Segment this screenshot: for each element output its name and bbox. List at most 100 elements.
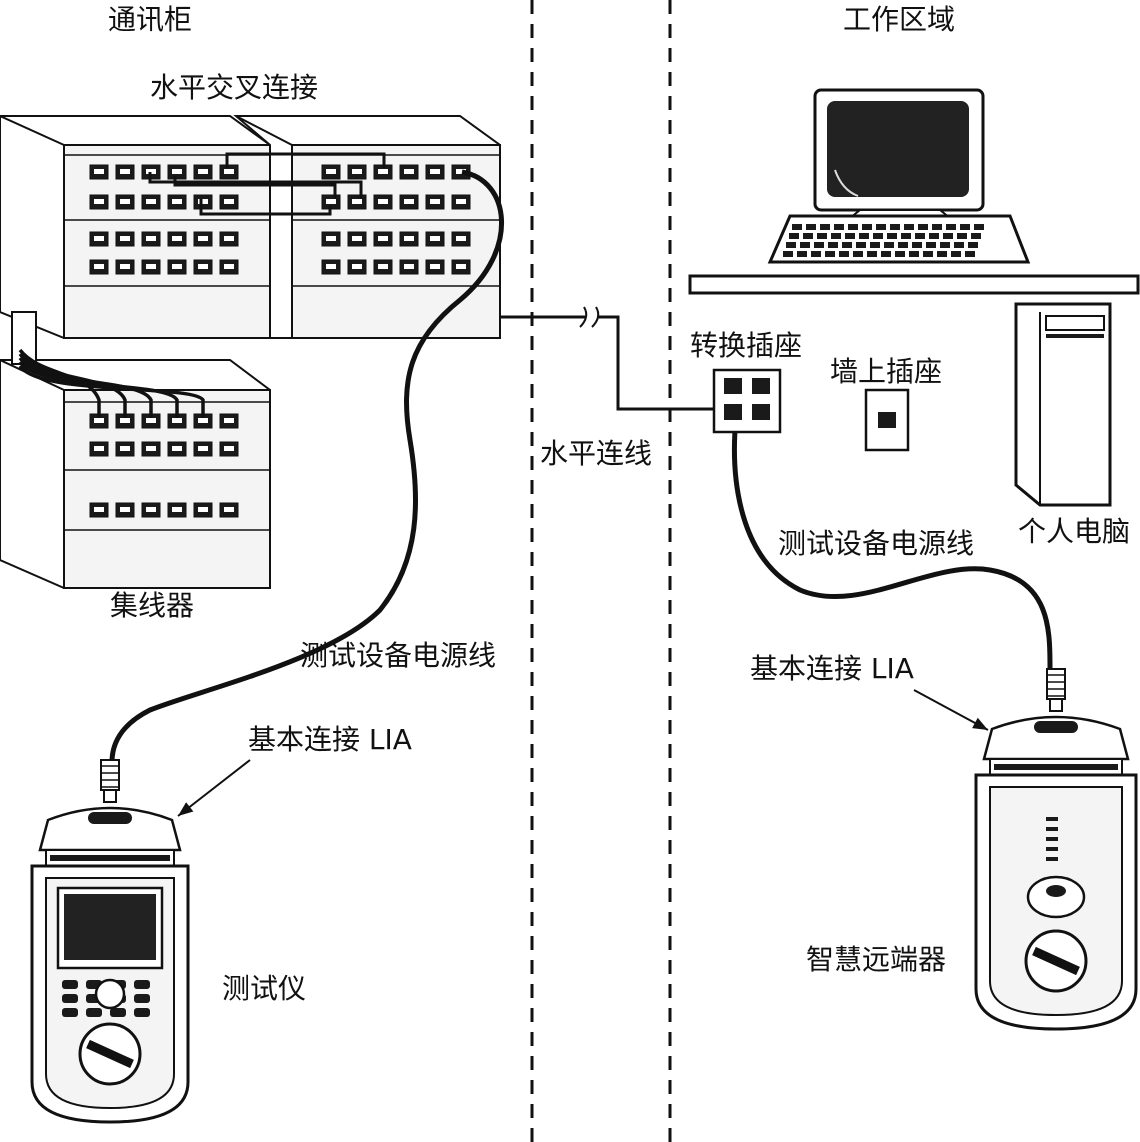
label-personal-computer: 个人电脑 — [1018, 515, 1131, 548]
horizontal-cable-b — [597, 315, 714, 411]
remote-test-button-top — [1046, 885, 1066, 897]
keyboard-key — [800, 242, 810, 248]
right-panel-port-slot — [404, 199, 414, 204]
patch-cord-right — [732, 417, 1053, 669]
label-patch-cord-left: 测试设备电源线 — [300, 639, 497, 672]
left-panel-port-slot — [172, 169, 182, 174]
keyboard-key — [806, 224, 816, 230]
keyboard-key — [974, 224, 984, 230]
hub-port-slot — [224, 507, 234, 512]
left-panel-port-slot — [146, 169, 156, 174]
left-panel-port-slot — [172, 236, 182, 241]
keyboard-key — [862, 224, 872, 230]
keyboard-key — [937, 251, 947, 257]
left-panel-port-slot — [120, 264, 130, 269]
keyboard-key — [783, 251, 793, 257]
tester-device — [30, 759, 190, 1124]
keyboard-key — [839, 251, 849, 257]
hub-port-slot — [146, 446, 156, 451]
keyboard-key — [926, 242, 936, 248]
remote-plug — [1046, 668, 1066, 700]
left-panel-port-slot — [224, 236, 234, 241]
desk-top — [688, 274, 1140, 295]
label-wall-outlet: 墙上插座 — [830, 355, 943, 388]
patch-cord-left — [109, 169, 505, 763]
pointer-arrows — [177, 689, 989, 817]
keyboard-key — [811, 251, 821, 257]
tester-key — [110, 1008, 126, 1017]
hub-port-slot — [224, 446, 234, 451]
keyboard-key — [954, 242, 964, 248]
pc-drive-slot — [1046, 334, 1104, 338]
keyboard-key — [848, 224, 858, 230]
keyboard-key — [828, 242, 838, 248]
cable-break-a — [579, 306, 588, 328]
right-panel-port-slot — [352, 199, 362, 204]
hub-port-slot — [172, 418, 182, 423]
arrow-basic-link-left-shaft — [177, 759, 251, 817]
cabinet-left-edge — [0, 115, 65, 146]
tester-collar-slot — [50, 855, 170, 861]
tester-key — [86, 1008, 102, 1017]
right-panel-port-slot — [404, 236, 414, 241]
left-panel-port-slot — [146, 264, 156, 269]
smart-remote-device — [974, 668, 1138, 1031]
keyboard-key — [803, 233, 813, 239]
hub-rack — [0, 311, 271, 589]
keyboard-key — [971, 233, 981, 239]
tester-dial-knob — [86, 1039, 134, 1069]
right-panel-port-slot — [326, 264, 336, 269]
patch-panel-rack — [0, 115, 501, 339]
keyboard-key — [965, 251, 975, 257]
hub-port-slot — [94, 418, 104, 423]
left-panel-port-slot — [198, 264, 208, 269]
label-adapter-outlet: 转换插座 — [690, 329, 803, 362]
keyboard-key — [929, 233, 939, 239]
right-panel-port-slot — [430, 199, 440, 204]
remote-dial-knob — [1032, 946, 1080, 976]
left-panel-port-slot — [224, 264, 234, 269]
cables — [109, 169, 1053, 763]
right-panel-port-slot — [404, 169, 414, 174]
keyboard-key — [859, 233, 869, 239]
left-panel-port-slot — [146, 199, 156, 204]
remote-led — [1046, 817, 1058, 821]
keyboard-key — [890, 224, 900, 230]
keyboard-key — [842, 242, 852, 248]
right-panel-port-slot — [326, 169, 336, 174]
adapter-outlet-port — [724, 404, 742, 420]
left-panel-port-slot — [146, 236, 156, 241]
left-panel-port-slot — [224, 199, 234, 204]
right-panel-port-slot — [456, 264, 466, 269]
label-tester: 测试仪 — [222, 972, 307, 1005]
hub-patch-cable — [18, 360, 179, 418]
keyboard-key — [909, 251, 919, 257]
adapter-outlet-port — [752, 378, 770, 394]
keyboard-key — [943, 233, 953, 239]
hub-port-slot — [172, 446, 182, 451]
keyboard-key — [915, 233, 925, 239]
keyboard-key — [898, 242, 908, 248]
label-hub: 集线器 — [110, 589, 195, 622]
label-telecom-closet: 通讯柜 — [108, 3, 193, 36]
keyboard-key — [957, 233, 967, 239]
label-smart-remote: 智慧远端器 — [806, 943, 947, 976]
hub-port-slot — [94, 507, 104, 512]
keyboard-key — [831, 233, 841, 239]
keyboard-key — [870, 242, 880, 248]
left-panel-port-slot — [94, 236, 104, 241]
keyboard-key — [895, 251, 905, 257]
right-panel-port-slot — [456, 236, 466, 241]
right-panel-port-slot — [326, 236, 336, 241]
tester-key — [62, 980, 78, 989]
pc-drive-bay — [1045, 315, 1105, 331]
tester-key — [134, 980, 150, 989]
outlets — [712, 368, 910, 452]
keyboard-key — [901, 233, 911, 239]
keyboard-key — [876, 224, 886, 230]
left-panel-port-slot — [198, 169, 208, 174]
arrow-basic-link-left-head — [178, 802, 194, 816]
remote-plug-neck — [1049, 698, 1063, 712]
hub-port-slot — [94, 446, 104, 451]
